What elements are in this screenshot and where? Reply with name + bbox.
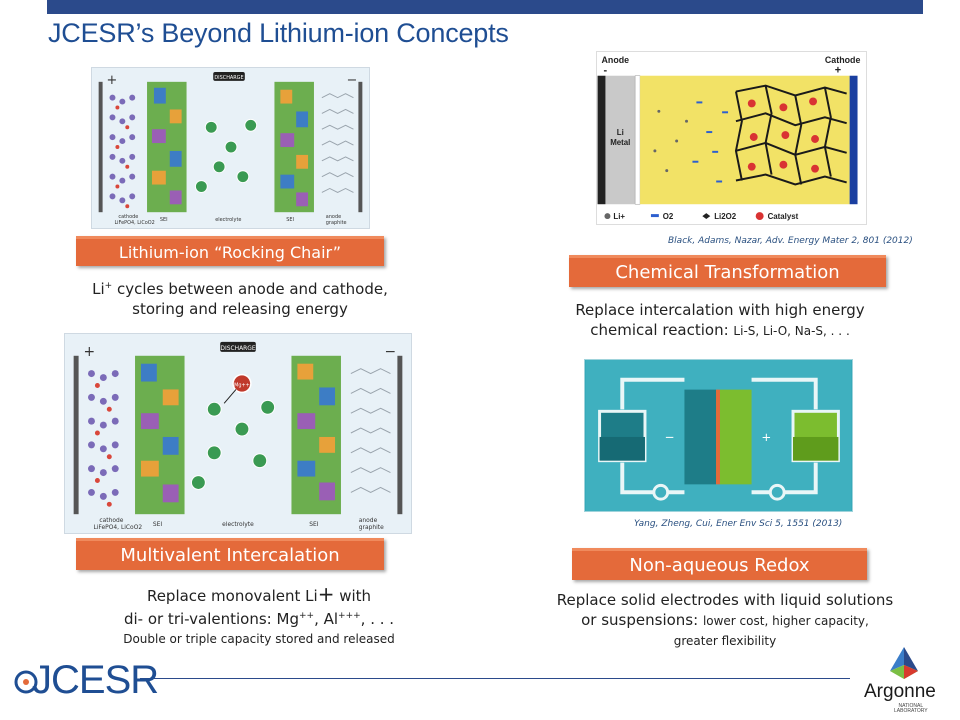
redox-citation: Yang, Zheng, Cui, Ener Env Sci 5, 1551 (… bbox=[634, 519, 843, 529]
li-air-diagram: Anode - Cathode + Li Metal Li+ O2 Li2O2 … bbox=[597, 52, 866, 224]
svg-text:LiFePO4, LiCoO2: LiFePO4, LiCoO2 bbox=[93, 524, 142, 531]
chemical-transformation-citation: Black, Adams, Nazar, Adv. Energy Mater 2… bbox=[668, 236, 913, 246]
svg-text:-: - bbox=[603, 65, 607, 77]
svg-text:Li2O2: Li2O2 bbox=[714, 212, 737, 221]
svg-text:Li: Li bbox=[617, 128, 624, 137]
discharge-label: DISCHARGE bbox=[214, 75, 243, 81]
argonne-logo-mark bbox=[890, 647, 918, 679]
jcesr-logo-mark bbox=[14, 670, 38, 694]
svg-text:graphite: graphite bbox=[359, 524, 384, 531]
svg-text:graphite: graphite bbox=[326, 220, 347, 226]
chemical-transformation-figure: Anode - Cathode + Li Metal Li+ O2 Li2O2 … bbox=[596, 51, 867, 225]
svg-text:+: + bbox=[761, 430, 771, 444]
svg-text:+: + bbox=[107, 73, 118, 88]
multivalent-description: Replace monovalent Li+ with di- or tri-v… bbox=[123, 582, 395, 646]
svg-text:O2: O2 bbox=[663, 212, 674, 221]
svg-text:Mg++: Mg++ bbox=[234, 382, 250, 388]
rocking-chair-heading: Lithium-ion “Rocking Chair” bbox=[76, 236, 384, 266]
svg-text:SEI: SEI bbox=[160, 217, 168, 223]
footer-divider bbox=[140, 678, 850, 679]
slide-title: JCESR’s Beyond Lithium-ion Concepts bbox=[48, 18, 509, 48]
svg-text:LiFePO4, LiCoO2: LiFePO4, LiCoO2 bbox=[114, 220, 154, 226]
svg-text:Metal: Metal bbox=[610, 138, 630, 147]
svg-text:−: − bbox=[665, 430, 675, 444]
svg-text:DISCHARGE: DISCHARGE bbox=[220, 345, 255, 352]
svg-text:−: − bbox=[385, 344, 397, 360]
chemical-transformation-heading: Chemical Transformation bbox=[569, 255, 886, 287]
chemical-transformation-description: Replace intercalation with high energy c… bbox=[575, 301, 865, 339]
redox-flow-figure: − + bbox=[584, 359, 853, 512]
svg-text:cathode: cathode bbox=[99, 517, 123, 524]
svg-text:+: + bbox=[835, 65, 841, 77]
svg-text:electrolyte: electrolyte bbox=[215, 217, 241, 223]
redox-heading: Non-aqueous Redox bbox=[572, 548, 867, 580]
svg-text:−: − bbox=[347, 73, 358, 88]
svg-text:Anode: Anode bbox=[602, 55, 630, 65]
svg-text:anode: anode bbox=[326, 214, 341, 220]
top-accent-bar bbox=[47, 0, 923, 14]
multivalent-diagram: Mg++ DISCHARGE + − cathode LiFePO4, LiCo… bbox=[65, 334, 411, 533]
jcesr-logo: JCESR bbox=[14, 650, 159, 708]
svg-text:SEI: SEI bbox=[309, 521, 319, 528]
svg-text:cathode: cathode bbox=[118, 214, 138, 220]
multivalent-figure: Mg++ DISCHARGE + − cathode LiFePO4, LiCo… bbox=[64, 333, 412, 534]
svg-text:Catalyst: Catalyst bbox=[768, 212, 799, 221]
svg-text:electrolyte: electrolyte bbox=[222, 521, 254, 528]
svg-text:anode: anode bbox=[359, 517, 378, 524]
svg-text:+: + bbox=[84, 344, 96, 360]
rocking-chair-description: Li+ cycles between anode and cathode, st… bbox=[92, 280, 388, 318]
rocking-chair-diagram: DISCHARGE + − cathode LiFePO4, LiCoO2 SE… bbox=[92, 68, 369, 228]
svg-text:Cathode: Cathode bbox=[825, 55, 861, 65]
svg-text:SEI: SEI bbox=[153, 521, 163, 528]
flow-cell-diagram: − + bbox=[585, 360, 852, 511]
svg-text:Li+: Li+ bbox=[613, 212, 625, 221]
rocking-chair-figure: DISCHARGE + − cathode LiFePO4, LiCoO2 SE… bbox=[91, 67, 370, 229]
multivalent-heading: Multivalent Intercalation bbox=[76, 538, 384, 570]
redox-description: Replace solid electrodes with liquid sol… bbox=[556, 591, 894, 648]
svg-text:SEI: SEI bbox=[286, 217, 294, 223]
